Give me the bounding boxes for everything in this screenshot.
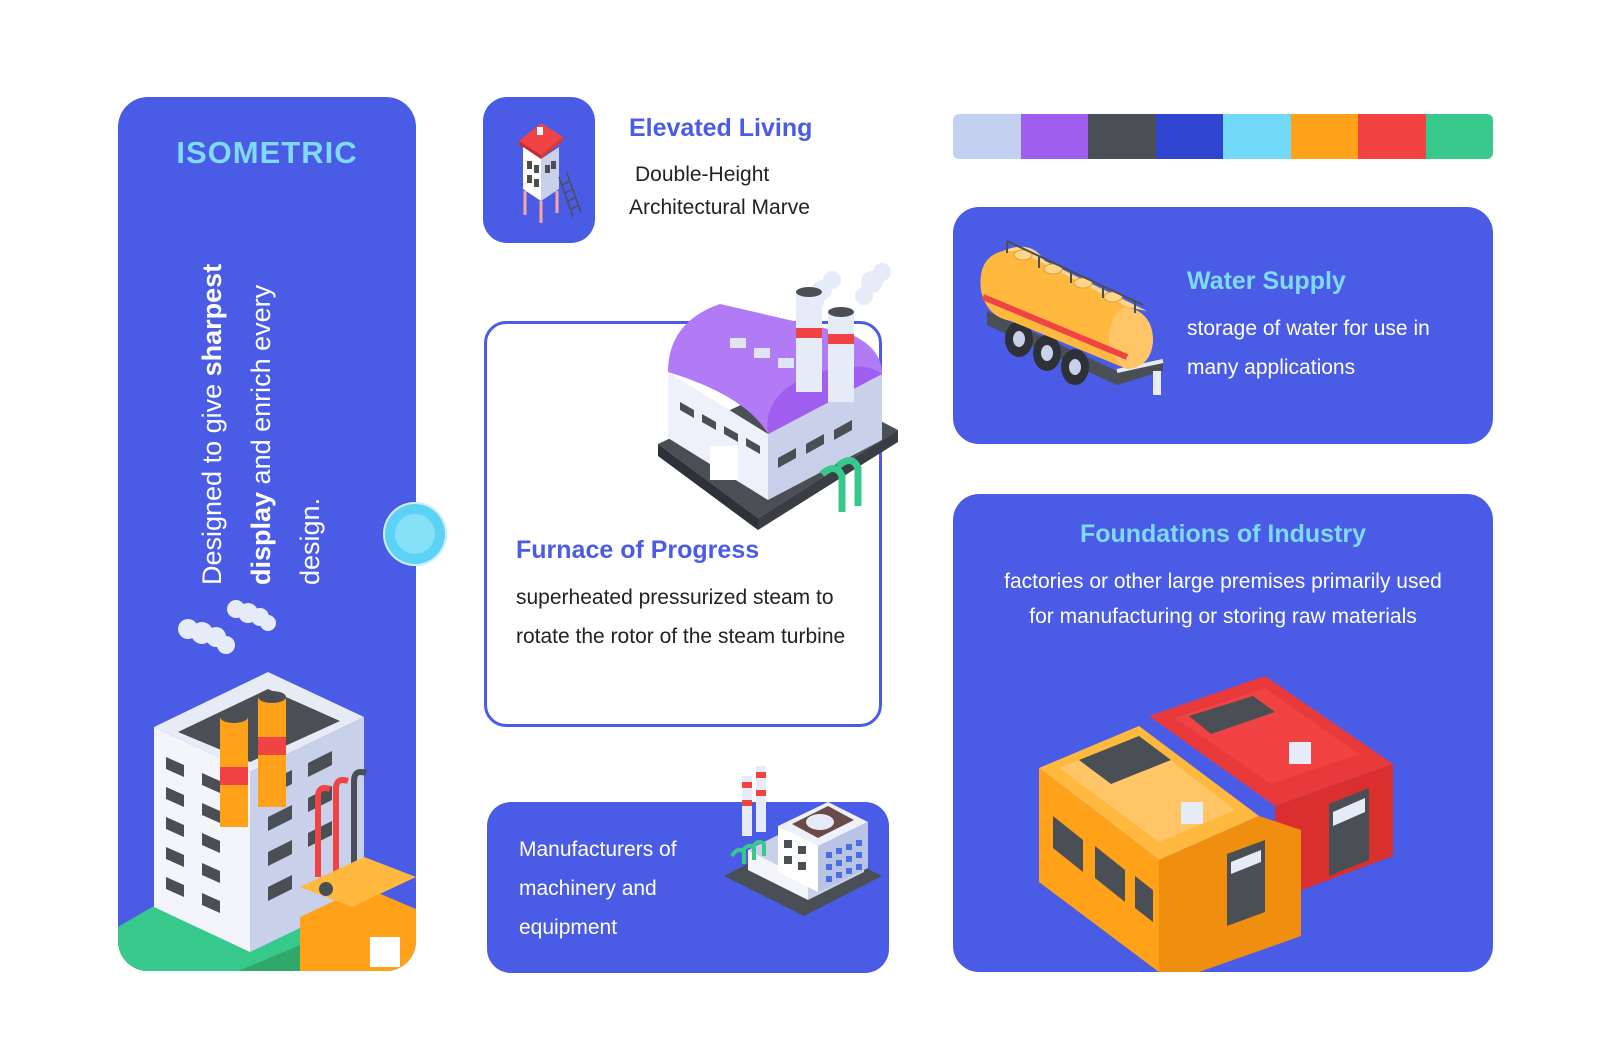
- furnace-title: Furnace of Progress: [516, 536, 760, 564]
- water-supply-card: Water Supply storage of water for use in…: [953, 207, 1493, 444]
- swatch-8: [1425, 114, 1493, 159]
- swatch-4: [1155, 114, 1223, 159]
- factory-tower-icon: [118, 600, 416, 971]
- color-palette: [953, 114, 1493, 159]
- industry-title: Foundations of Industry: [1079, 520, 1367, 548]
- intro-text-prefix: Designed to give: [197, 376, 227, 585]
- swatch-5: [1223, 114, 1291, 159]
- elevated-living-description: Double-Height Architectural Marve: [629, 158, 810, 224]
- intro-text-bold-1: sharpest: [197, 263, 227, 377]
- manufacturers-description: Manufacturers of machinery and equipment: [519, 838, 677, 939]
- water-supply-title: Water Supply: [1187, 267, 1346, 295]
- tanker-trailer-icon: [980, 240, 1164, 395]
- power-plant-icon: [724, 766, 882, 916]
- slider-knob[interactable]: [383, 502, 447, 566]
- swatch-2: [1020, 114, 1088, 159]
- industry-card: Foundations of Industry factories or oth…: [953, 494, 1493, 972]
- elevated-living-line-2: Architectural Marve: [629, 196, 810, 219]
- water-supply-description: storage of water for use in many applica…: [1187, 317, 1430, 379]
- swatch-1: [953, 114, 1021, 159]
- warehouse-icon: [1039, 676, 1393, 972]
- elevated-living-icon-card: [483, 97, 595, 243]
- industry-description: factories or other large premises primar…: [1004, 570, 1442, 628]
- swatch-3: [1088, 114, 1156, 159]
- elevated-living-title: Elevated Living: [629, 114, 813, 142]
- factory-purple-roof-icon: [658, 263, 898, 530]
- isometric-title: ISOMETRIC: [176, 135, 358, 170]
- swatch-6: [1290, 114, 1358, 159]
- stilt-house-icon: [519, 123, 582, 223]
- swatch-7: [1358, 114, 1426, 159]
- furnace-description: superheated pressurized steam to rotate …: [516, 586, 846, 648]
- elevated-living-line-1: Double-Height: [635, 163, 770, 186]
